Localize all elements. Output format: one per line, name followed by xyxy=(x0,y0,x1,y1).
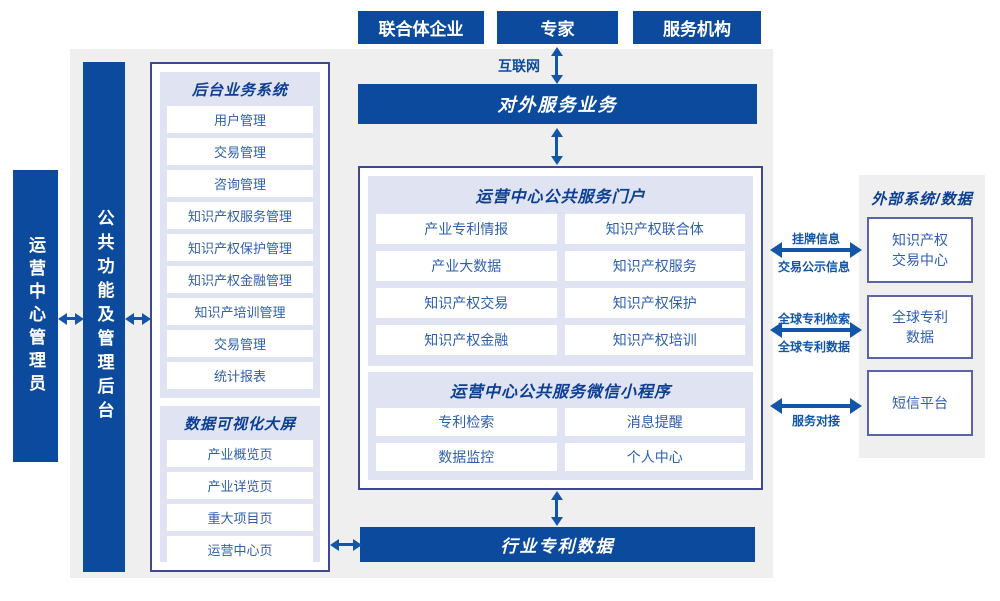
backend-item: 知识产权金融管理 xyxy=(167,266,313,293)
internet-link-arrow-icon xyxy=(550,47,563,84)
admin-to-backend-arrow-icon xyxy=(58,312,84,325)
external-system-line: 数据 xyxy=(906,329,934,345)
external-system-line: 全球专利 xyxy=(892,308,948,325)
actor-box-union-enterprise: 联合体企业 xyxy=(358,11,484,44)
backend-item: 知识产权服务管理 xyxy=(167,202,313,229)
backend-to-panel-arrow-icon xyxy=(125,312,151,325)
trading-center-link-arrow-icon xyxy=(770,242,862,258)
dashboard-item: 重大项目页 xyxy=(167,504,313,531)
center-panel: 运营中心公共服务门户 产业专利情报 知识产权联合体 产业大数据 知识产权服务 知… xyxy=(358,166,763,490)
external-system-line: 交易中心 xyxy=(892,252,948,268)
link-label-service-docking: 服务对接 xyxy=(791,414,840,428)
dashboard-title: 数据可视化大屏 xyxy=(183,416,296,433)
left-panel: 后台业务系统 用户管理 交易管理 咨询管理 知识产权服务管理 知识产权保护管理 … xyxy=(150,62,330,572)
backend-item: 交易管理 xyxy=(167,330,313,357)
backend-item-list: 用户管理 交易管理 咨询管理 知识产权服务管理 知识产权保护管理 知识产权金融管… xyxy=(160,106,320,389)
dashboard-item-list: 产业概览页 产业详览页 重大项目页 运营中心页 xyxy=(160,440,320,563)
backend-system-section: 后台业务系统 用户管理 交易管理 咨询管理 知识产权服务管理 知识产权保护管理 … xyxy=(160,72,320,398)
link-label-global-patent-data: 全球专利数据 xyxy=(777,340,850,354)
dashboard-item: 运营中心页 xyxy=(167,536,313,563)
external-service-bar: 对外服务业务 xyxy=(358,84,757,124)
backend-item: 知识产权保护管理 xyxy=(167,234,313,261)
portal-item: 知识产权服务 xyxy=(564,251,745,281)
external-system-sms-platform: 短信平台 xyxy=(867,370,973,436)
portal-item: 产业大数据 xyxy=(376,251,557,281)
portal-section: 运营中心公共服务门户 产业专利情报 知识产权联合体 产业大数据 知识产权服务 知… xyxy=(368,176,753,366)
dashboard-item: 产业概览页 xyxy=(167,440,313,467)
link-label-listing-info: 挂牌信息 xyxy=(791,232,840,246)
data-to-dashboard-arrow-icon xyxy=(330,538,362,551)
backend-item: 知识产培训管理 xyxy=(167,298,313,325)
backend-item: 交易管理 xyxy=(167,138,313,165)
miniprogram-item: 个人中心 xyxy=(564,443,745,471)
portal-item: 产业专利情报 xyxy=(376,214,557,244)
operations-admin-rail: 运营中心管理员 xyxy=(13,170,58,462)
industry-patent-data-bar: 行业专利数据 xyxy=(360,527,755,562)
portal-item: 知识产权保护 xyxy=(564,288,745,318)
link-label-trade-publicity: 交易公示信息 xyxy=(777,260,850,274)
portal-item: 知识产权联合体 xyxy=(564,214,745,244)
dashboard-section: 数据可视化大屏 产业概览页 产业详览页 重大项目页 运营中心页 xyxy=(160,406,320,563)
backend-item: 统计报表 xyxy=(167,362,313,389)
service-to-portal-arrow-icon xyxy=(550,128,563,165)
external-system-ip-trading-center: 知识产权 交易中心 xyxy=(867,217,973,283)
backend-item: 咨询管理 xyxy=(167,170,313,197)
dashboard-item: 产业详览页 xyxy=(167,472,313,499)
portal-section-title: 运营中心公共服务门户 xyxy=(475,189,646,206)
portal-item: 知识产权培训 xyxy=(564,325,745,355)
backend-system-title: 后台业务系统 xyxy=(191,82,288,99)
sms-link-arrow-icon xyxy=(770,398,862,414)
link-label-global-patent-search: 全球专利检索 xyxy=(777,312,850,326)
internet-label: 互联网 xyxy=(498,58,540,74)
actor-box-expert: 专家 xyxy=(497,11,618,44)
public-functions-rail: 公共功能及管理后台 xyxy=(83,62,125,572)
external-system-line: 知识产权 xyxy=(892,231,948,248)
external-system-line: 短信平台 xyxy=(892,394,948,411)
external-system-global-patent-data: 全球专利 数据 xyxy=(867,295,973,359)
miniprogram-item-grid: 专利检索 消息提醒 数据监控 个人中心 xyxy=(376,408,745,471)
portal-item-grid: 产业专利情报 知识产权联合体 产业大数据 知识产权服务 知识产权交易 知识产权保… xyxy=(376,214,745,355)
external-systems-title: 外部系统/数据 xyxy=(871,191,973,208)
miniprogram-item: 消息提醒 xyxy=(564,408,745,436)
portal-to-data-arrow-icon xyxy=(550,491,563,526)
miniprogram-section-title: 运营中心公共服务微信小程序 xyxy=(449,384,671,401)
actor-box-service-agency: 服务机构 xyxy=(633,11,761,44)
miniprogram-section: 运营中心公共服务微信小程序 专利检索 消息提醒 数据监控 个人中心 xyxy=(368,372,753,480)
miniprogram-item: 数据监控 xyxy=(376,443,557,471)
miniprogram-item: 专利检索 xyxy=(376,408,557,436)
global-patent-link-arrow-icon xyxy=(770,322,862,338)
portal-item: 知识产权交易 xyxy=(376,288,557,318)
portal-item: 知识产权金融 xyxy=(376,325,557,355)
backend-item: 用户管理 xyxy=(167,106,313,133)
